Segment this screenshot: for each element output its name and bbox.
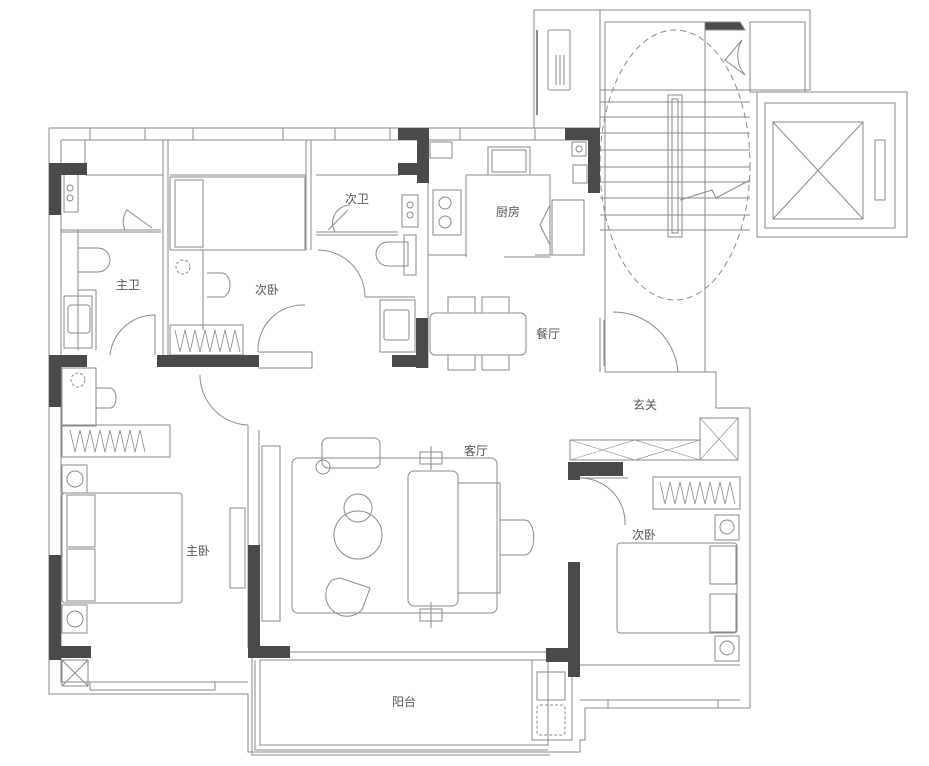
- room-label-master-bedroom: 主卧: [186, 544, 211, 558]
- room-label-kitchen: 厨房: [496, 205, 521, 219]
- toilet: [375, 241, 409, 267]
- window: [334, 127, 391, 141]
- window: [89, 127, 146, 141]
- structural-walls: [49, 128, 623, 677]
- room-label-living: 客厅: [464, 444, 489, 458]
- room-label-second-bath: 次卫: [345, 192, 370, 206]
- toilet: [77, 247, 111, 273]
- room-label-dining: 餐厅: [536, 327, 561, 341]
- window: [192, 127, 284, 141]
- window: [459, 127, 536, 141]
- room-label-second-bedroom-south: 次卧: [632, 528, 657, 542]
- room-label-balcony: 阳台: [392, 695, 417, 709]
- room-label-second-bedroom-north: 次卧: [255, 283, 280, 297]
- room-label-master-bath: 主卫: [116, 278, 141, 292]
- room-label-entrance: 玄关: [633, 398, 658, 412]
